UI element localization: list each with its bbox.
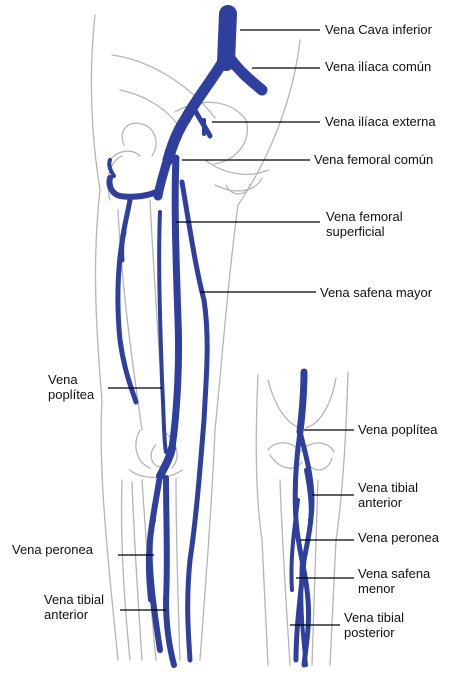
label-vena-safena-mayor: Vena safena mayor bbox=[320, 285, 432, 300]
label-vena-poplitea-left: Vena poplítea bbox=[48, 372, 94, 402]
label-vena-tibial-anterior-left: Vena tibial anterior bbox=[44, 592, 104, 622]
vena-safena-mayor-vessel bbox=[182, 182, 207, 660]
label-vena-safena-menor: Vena safena menor bbox=[358, 566, 430, 596]
label-vena-peronea-right: Vena peronea bbox=[358, 530, 439, 545]
vena-peronea-left-vessel bbox=[150, 476, 160, 650]
vena-poplitea-right-vessel bbox=[300, 372, 304, 432]
vena-femoral-superficial-vessel bbox=[172, 158, 179, 448]
anatomy-outline bbox=[91, 15, 348, 665]
label-vena-femoral-comun: Vena femoral común bbox=[314, 152, 433, 167]
vena-iliaca-comun-vessel bbox=[230, 58, 262, 90]
label-vena-peronea-left: Vena peronea bbox=[12, 542, 93, 557]
label-vena-tibial-posterior: Vena tibial posterior bbox=[344, 610, 404, 640]
label-vena-iliaca-comun: Vena ilíaca común bbox=[325, 59, 431, 74]
label-vena-femoral-superficial: Vena femoral superficial bbox=[326, 209, 403, 239]
label-vena-cava-inferior: Vena Cava inferior bbox=[325, 22, 432, 37]
label-vena-iliaca-externa: Vena ilíaca externa bbox=[325, 114, 436, 129]
vena-tibial-anterior-left-vessel bbox=[166, 478, 174, 665]
label-vena-poplitea-right: Vena poplítea bbox=[358, 422, 438, 437]
label-vena-tibial-anterior-right: Vena tibial anterior bbox=[358, 480, 418, 510]
leader-lines bbox=[108, 30, 354, 625]
